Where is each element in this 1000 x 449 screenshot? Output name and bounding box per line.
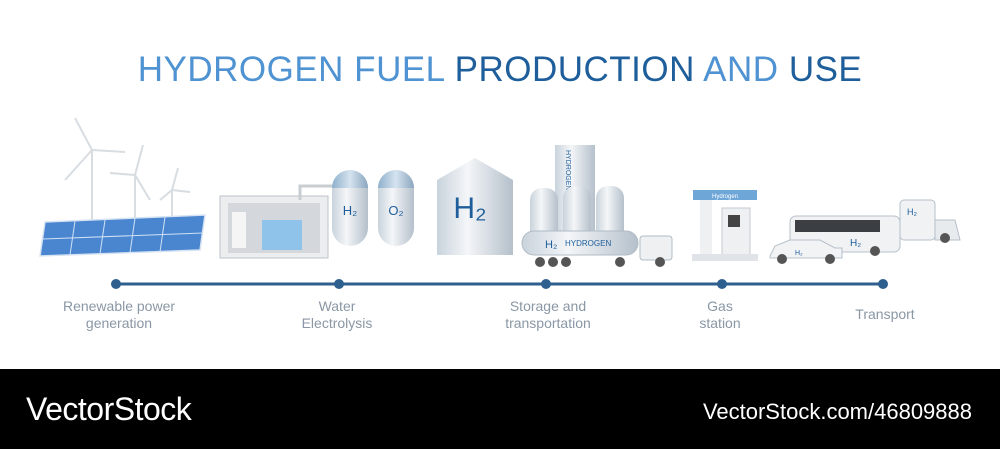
svg-text:H₂: H₂ bbox=[453, 192, 486, 225]
footer: VectorStock VectorStock.com/46809888 bbox=[0, 369, 1000, 449]
svg-text:H₂: H₂ bbox=[850, 238, 861, 249]
wind-turbines-icon bbox=[64, 117, 191, 220]
vehicles-icon: H₂ H₂ H₂ bbox=[769, 199, 961, 264]
gas-station-icon: Hydrogen bbox=[692, 190, 758, 261]
electrolyzer-icon: H₂ O₂ bbox=[219, 170, 414, 259]
storage-facility-icon: H₂ HYDROGEN H₂ HYDROGEN bbox=[437, 145, 673, 267]
svg-text:H₂: H₂ bbox=[795, 250, 803, 257]
timeline-dot bbox=[111, 279, 121, 289]
svg-text:H₂: H₂ bbox=[343, 203, 357, 218]
svg-text:HYDROGEN: HYDROGEN bbox=[565, 239, 611, 248]
image-reference: VectorStock.com/46809888 bbox=[702, 399, 972, 424]
timeline-dot bbox=[334, 279, 344, 289]
svg-text:O₂: O₂ bbox=[388, 203, 403, 218]
svg-text:Hydrogen: Hydrogen bbox=[712, 194, 738, 200]
brand-logo: VectorStock bbox=[26, 391, 192, 427]
svg-text:HYDROGEN: HYDROGEN bbox=[564, 150, 571, 190]
svg-text:H₂: H₂ bbox=[907, 207, 917, 217]
timeline-dot bbox=[878, 279, 888, 289]
illustration: H₂ O₂ H₂ HYDROGEN H₂ HYDROGEN Hydrogen H… bbox=[39, 117, 961, 289]
timeline-dot bbox=[541, 279, 551, 289]
stage-label: Transport bbox=[855, 306, 915, 322]
timeline bbox=[111, 279, 888, 289]
page-title: HYDROGEN FUEL PRODUCTION AND USE bbox=[137, 50, 863, 89]
solar-panels-icon bbox=[39, 214, 206, 257]
svg-text:H₂: H₂ bbox=[545, 239, 557, 251]
timeline-dot bbox=[717, 279, 727, 289]
